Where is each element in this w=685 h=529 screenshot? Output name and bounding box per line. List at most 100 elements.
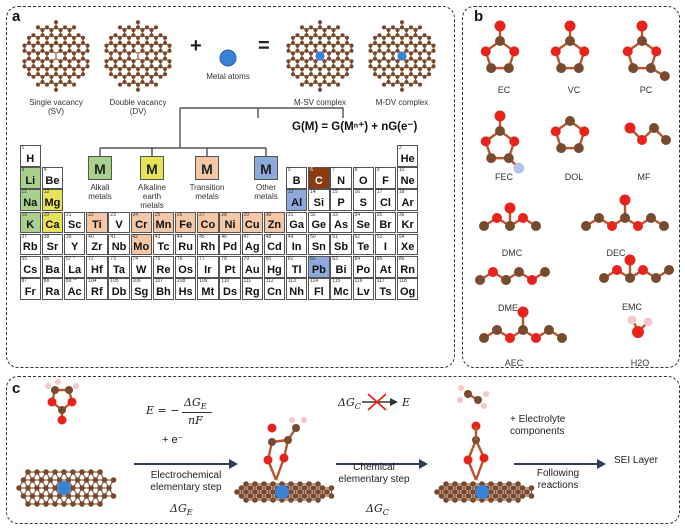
substrate-atom	[61, 501, 67, 507]
category-label: Transition metals	[189, 183, 225, 201]
atomic-number: 18	[398, 189, 405, 196]
element-symbol: Ne	[400, 174, 415, 187]
atomic-number: 57 *	[65, 256, 75, 262]
carbon-atom	[286, 43, 291, 48]
atomic-number: 55	[21, 256, 28, 262]
carbon-atom	[31, 48, 36, 53]
fec-molecule	[480, 110, 525, 174]
carbon-atom	[40, 59, 45, 64]
atomic-number: 31	[287, 211, 294, 218]
carbon-atom	[108, 66, 114, 72]
carbon-atom	[299, 35, 305, 40]
carbon-atom	[135, 66, 141, 72]
h2o-molecule	[627, 315, 653, 338]
carbon-atom	[395, 27, 400, 33]
carbon-atom	[304, 74, 309, 79]
dec-molecule	[581, 194, 669, 231]
carbon-atom	[104, 43, 109, 48]
carbon-atom	[331, 43, 336, 48]
carbon-atom	[80, 56, 86, 61]
carbon-atom	[67, 33, 72, 38]
carbon-atom	[340, 64, 345, 69]
substrate-atom	[461, 497, 467, 503]
carbon-atom	[417, 56, 423, 61]
atom	[458, 385, 464, 391]
category-connector	[99, 107, 344, 156]
atomic-number: 109	[199, 278, 208, 285]
carbon-atom	[158, 48, 163, 53]
atom	[518, 325, 528, 335]
carbon-atom	[417, 40, 423, 46]
ec-reactant	[45, 379, 79, 425]
atomic-number: 48	[265, 233, 272, 240]
element-symbol: He	[400, 152, 415, 165]
atom	[479, 221, 489, 231]
carbon-atom	[304, 48, 309, 53]
carbon-atom	[395, 64, 400, 69]
atomic-number: 41	[110, 233, 116, 240]
carbon-atom	[326, 25, 332, 30]
carbon-atom	[44, 56, 50, 61]
carbon-atom	[335, 51, 341, 56]
carbon-atom	[149, 79, 154, 85]
carbon-atom	[140, 43, 145, 48]
atom	[651, 273, 661, 283]
atomic-number: 89 **	[65, 278, 77, 285]
carbon-atom	[304, 43, 309, 48]
substrate-atom	[261, 481, 267, 487]
carbon-atom	[317, 87, 323, 92]
carbon-atom	[49, 27, 54, 33]
carbon-atom	[331, 27, 336, 33]
substrate-atom	[506, 497, 512, 503]
substrate-atom	[452, 481, 458, 487]
substrate-graphene	[16, 469, 117, 507]
element-symbol: Sc	[67, 219, 82, 232]
substrate-atom	[88, 469, 94, 475]
carbon-atom	[386, 33, 391, 38]
atom	[594, 213, 604, 223]
substrate-atom	[447, 493, 454, 499]
carbon-atom	[313, 64, 318, 69]
atom	[643, 317, 653, 327]
substrate-atom	[101, 477, 108, 483]
carbon-atom	[395, 79, 400, 85]
carbon-atom	[390, 35, 396, 40]
plus-sign: +	[190, 35, 202, 57]
metal-center	[57, 481, 71, 495]
carbon-atom	[331, 79, 336, 85]
atom	[486, 63, 497, 74]
element-symbol: Ta	[113, 263, 126, 276]
atomic-number: 49	[287, 233, 294, 240]
plus-electron: + e⁻	[162, 434, 184, 446]
carbon-atom	[62, 35, 68, 40]
carbon-atom	[381, 66, 387, 72]
substrate-atom	[247, 493, 254, 499]
eq-num: ΔG	[184, 396, 201, 409]
molecule-caption: AEC	[504, 358, 524, 368]
carbon-atom	[35, 66, 41, 72]
substrate-atom	[110, 477, 117, 483]
carbon-atom	[404, 74, 409, 79]
substrate-atom	[438, 493, 445, 499]
atomic-number: 12	[43, 189, 50, 196]
carbon-atom	[113, 33, 118, 38]
atom	[633, 221, 643, 231]
graphene-sheet	[104, 20, 172, 92]
atomic-number: 84	[354, 256, 361, 262]
carbon-atom	[53, 35, 59, 40]
carbon-atom	[381, 82, 387, 87]
carbon-atom	[331, 48, 336, 53]
carbon-atom	[131, 59, 136, 64]
atomic-number: 113	[287, 278, 296, 285]
atomic-number: 111	[243, 278, 252, 285]
carbon-atom	[299, 72, 305, 77]
